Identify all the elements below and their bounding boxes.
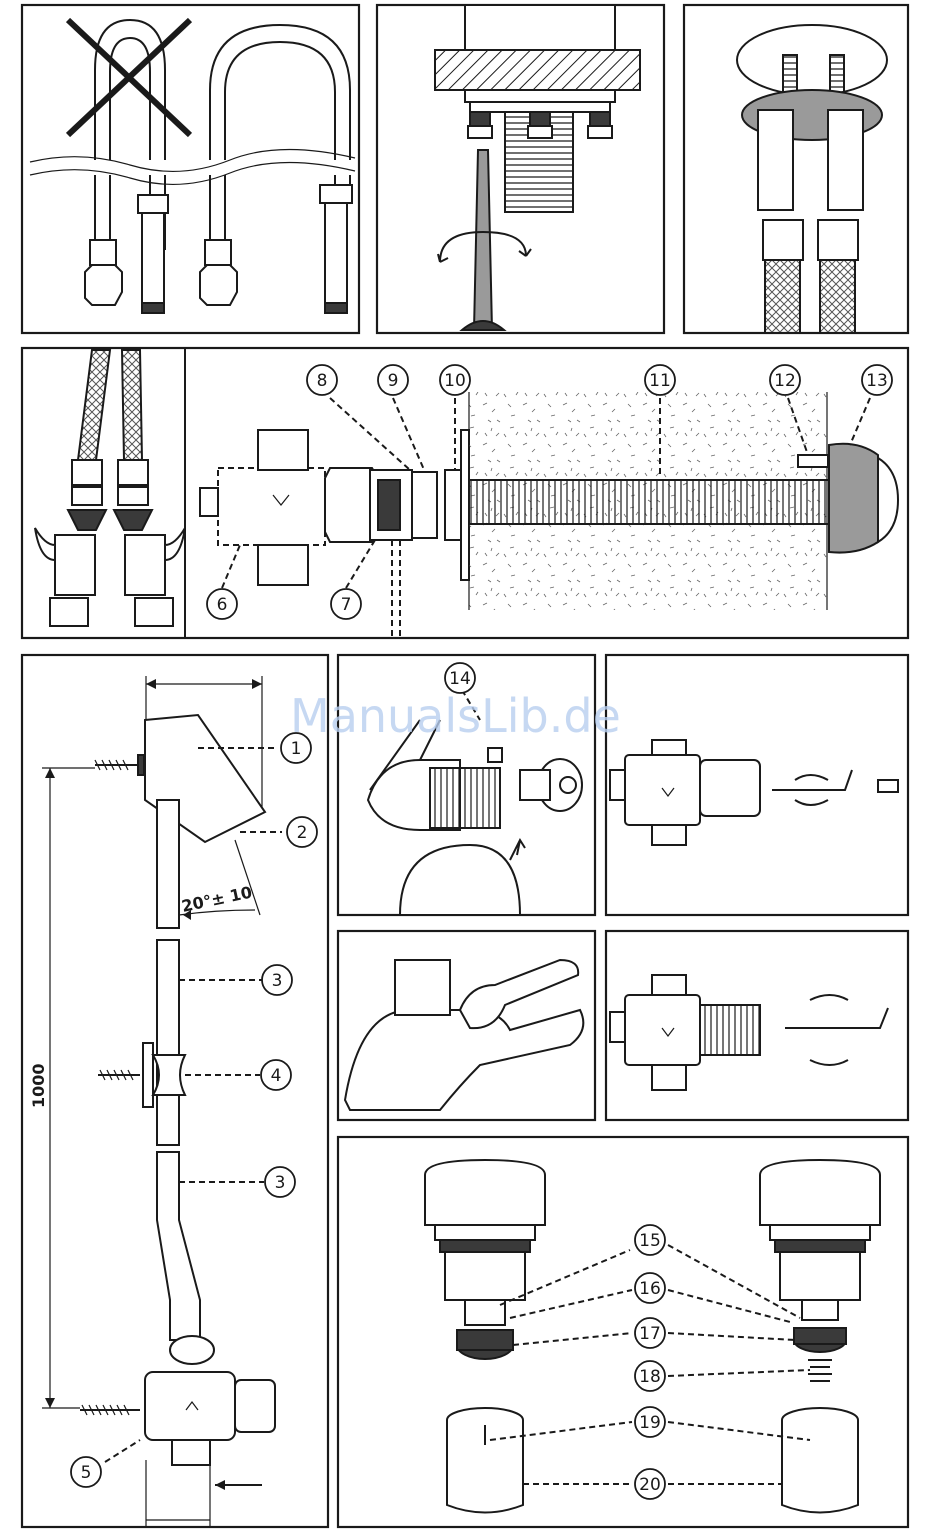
callout-19: 19: [635, 1407, 665, 1437]
svg-text:1: 1: [291, 739, 302, 759]
svg-text:17: 17: [639, 1324, 661, 1344]
callout-15: 15: [635, 1225, 665, 1255]
callout-5: 5: [71, 1457, 101, 1487]
watermark-text: ManualsLib.de: [290, 689, 621, 743]
sleeve-left: [447, 1408, 523, 1513]
svg-text:4: 4: [271, 1066, 282, 1086]
svg-text:3: 3: [275, 1173, 286, 1193]
svg-text:12: 12: [774, 371, 796, 391]
threaded-extension-rod: [469, 480, 829, 524]
svg-text:15: 15: [639, 1231, 661, 1251]
svg-text:18: 18: [639, 1367, 661, 1387]
panel-pipe-installation: 1000 20°± 10: [22, 655, 328, 1527]
panel-wrench: [338, 931, 595, 1120]
svg-text:6: 6: [217, 595, 228, 615]
callout-3b: 3: [265, 1167, 295, 1197]
svg-text:7: 7: [341, 595, 352, 615]
height-dimension-label: 1000: [29, 1063, 48, 1108]
svg-text:19: 19: [639, 1413, 661, 1433]
callout-1: 1: [281, 733, 311, 763]
callout-18: 18: [635, 1361, 665, 1391]
svg-text:5: 5: [81, 1463, 92, 1483]
svg-text:14: 14: [449, 669, 471, 689]
callout-14: 14: [445, 663, 475, 693]
callout-12: 12: [770, 365, 800, 395]
callout-20: 20: [635, 1469, 665, 1499]
panel-cartridge-parts: [338, 1137, 908, 1527]
svg-text:16: 16: [639, 1279, 661, 1299]
svg-text:8: 8: [317, 371, 328, 391]
panel-hose-connection: [684, 5, 908, 333]
sleeve-right: [782, 1408, 858, 1513]
svg-text:2: 2: [297, 823, 308, 843]
callout-10: 10: [440, 365, 470, 395]
panel-mounting-studs: [377, 5, 664, 333]
callout-8: 8: [307, 365, 337, 395]
callout-6: 6: [207, 589, 237, 619]
svg-text:3: 3: [272, 971, 283, 991]
callout-9: 9: [378, 365, 408, 395]
panel-hose-bending: [22, 5, 359, 333]
svg-text:10: 10: [444, 371, 466, 391]
callout-11: 11: [645, 365, 675, 395]
svg-text:20: 20: [639, 1475, 661, 1495]
svg-text:9: 9: [388, 371, 399, 391]
callout-2: 2: [287, 817, 317, 847]
callout-4: 4: [261, 1060, 291, 1090]
panel-valve-adjust: [606, 931, 908, 1120]
svg-text:13: 13: [866, 371, 888, 391]
panel-valve-hex-key: [606, 655, 908, 915]
callout-13: 13: [862, 365, 892, 395]
callout-17: 17: [635, 1318, 665, 1348]
callout-3a: 3: [262, 965, 292, 995]
callout-16: 16: [635, 1273, 665, 1303]
callout-7: 7: [331, 589, 361, 619]
svg-text:11: 11: [649, 371, 671, 391]
